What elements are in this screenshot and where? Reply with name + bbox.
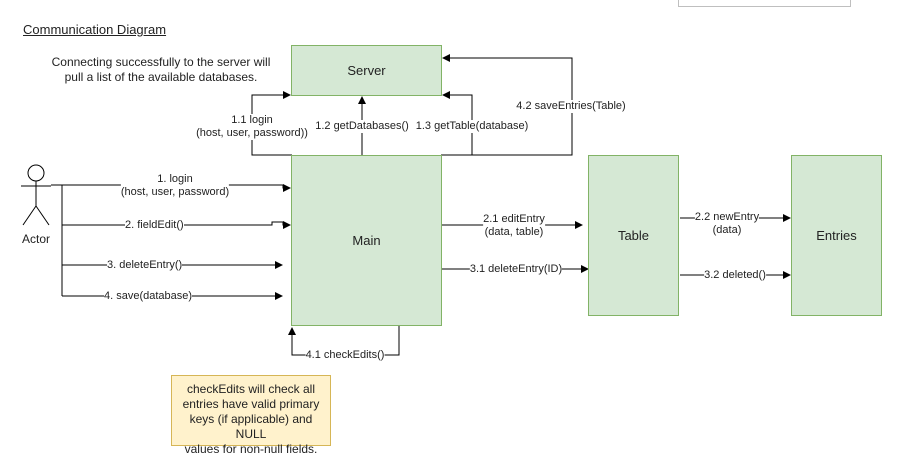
label-login-server-line-2: (host, user, password)): [196, 127, 308, 139]
arrow-get-table: [442, 91, 473, 155]
arrow-field-edit: [62, 221, 291, 229]
server-label: Server: [347, 63, 386, 78]
label-login-server: 1.1 login (host, user, password)): [196, 114, 308, 140]
check-note-line-2: entries have valid primary: [182, 397, 320, 411]
label-field-edit: 2. fieldEdit(): [125, 219, 184, 232]
table-label: Table: [617, 228, 650, 243]
label-save-entries: 4.2 saveEntries(Table): [516, 100, 626, 113]
label-login-server-line-1: 1.1 login: [231, 114, 273, 126]
actor-figure: [21, 164, 51, 226]
server-note: Connecting successfully to the server wi…: [50, 55, 272, 85]
check-note-line-4: values for non-null fields.: [184, 442, 318, 456]
check-edits-note: checkEdits will check all entries have v…: [171, 375, 331, 456]
label-delete-entry-id: 3.1 deleteEntry(ID): [469, 263, 563, 276]
check-note-line-1: checkEdits will check all: [186, 382, 316, 396]
label-login-line-2: (host, user, password): [120, 186, 230, 198]
label-get-databases: 1.2 getDatabases(): [315, 120, 409, 133]
server-note-line-2: pull a list of the available databases.: [64, 70, 258, 84]
main-label: Main: [352, 233, 381, 248]
label-delete-entry: 3. deleteEntry(): [107, 259, 183, 272]
partial-frame: [678, 0, 851, 7]
entries-box: Entries: [791, 155, 882, 316]
server-note-line-1: Connecting successfully to the server wi…: [51, 55, 271, 69]
label-deleted: 3.2 deleted(): [704, 269, 766, 282]
label-new-entry-line-2: (data): [712, 224, 742, 236]
actor-label: Actor: [22, 232, 51, 246]
table-box: Table: [588, 155, 679, 316]
label-edit-entry: 2.1 editEntry (data, table): [483, 213, 545, 239]
check-note-line-3: keys (if applicable) and NULL: [189, 412, 313, 441]
label-login-line-1: 1. login: [157, 173, 193, 185]
label-get-table: 1.3 getTable(database): [415, 120, 529, 133]
label-new-entry: 2.2 newEntry (data): [694, 211, 760, 237]
label-new-entry-line-1: 2.2 newEntry: [694, 211, 760, 223]
entries-label: Entries: [816, 228, 857, 243]
diagram-title: Communication Diagram: [23, 22, 167, 37]
main-box: Main: [291, 155, 442, 326]
label-save: 4. save(database): [104, 290, 193, 303]
label-edit-entry-line-1: 2.1 editEntry: [483, 213, 545, 225]
label-edit-entry-line-2: (data, table): [484, 226, 544, 238]
server-box: Server: [291, 45, 442, 96]
label-check-edits: 4.1 checkEdits(): [305, 349, 385, 362]
label-login: 1. login (host, user, password): [120, 173, 230, 199]
